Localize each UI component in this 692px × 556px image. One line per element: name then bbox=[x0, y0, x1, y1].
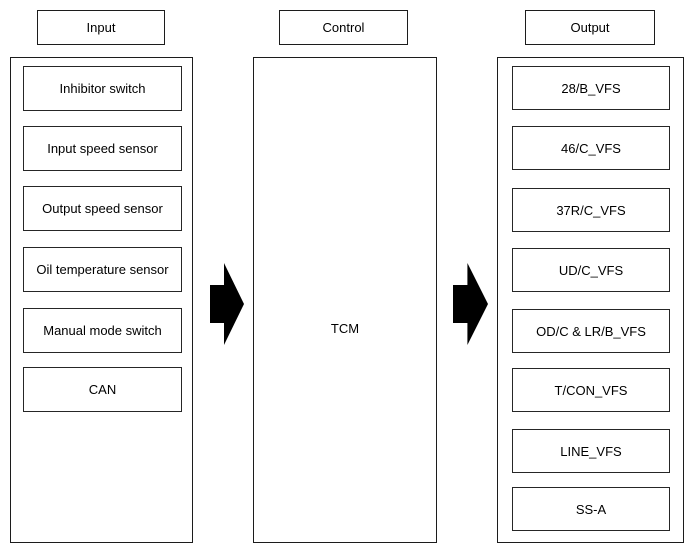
input-panel: Inhibitor switch Input speed sensor Outp… bbox=[10, 57, 193, 543]
input-item-label: Inhibitor switch bbox=[59, 81, 146, 96]
input-item-label: CAN bbox=[88, 382, 117, 397]
input-item-label: Oil temperature sensor bbox=[36, 262, 169, 277]
input-item-oil-temperature-sensor: Oil temperature sensor bbox=[23, 247, 182, 292]
output-item-label: OD/C & LR/B_VFS bbox=[536, 323, 646, 339]
control-panel-tcm: TCM bbox=[253, 57, 437, 543]
output-item-37rc-vfs: 37R/C_VFS bbox=[512, 188, 670, 232]
output-item-label: 28/B_VFS bbox=[561, 80, 621, 96]
output-panel: 28/B_VFS 46/C_VFS 37R/C_VFS UD/C_VFS OD/… bbox=[497, 57, 684, 543]
output-column-title: Output bbox=[525, 10, 655, 45]
control-column-title-label: Control bbox=[322, 20, 365, 35]
output-item-label: T/CON_VFS bbox=[554, 382, 628, 398]
output-item-tcon-vfs: T/CON_VFS bbox=[512, 368, 670, 412]
output-item-label: 46/C_VFS bbox=[561, 140, 621, 156]
input-item-label: Input speed sensor bbox=[47, 141, 158, 156]
output-item-label: 37R/C_VFS bbox=[556, 202, 626, 218]
input-column-title: Input bbox=[37, 10, 165, 45]
input-item-output-speed-sensor: Output speed sensor bbox=[23, 186, 182, 231]
block-arrow-right-icon bbox=[453, 263, 488, 345]
input-item-input-speed-sensor: Input speed sensor bbox=[23, 126, 182, 171]
block-arrow-right-icon bbox=[210, 263, 244, 345]
output-item-udc-vfs: UD/C_VFS bbox=[512, 248, 670, 292]
input-item-label: Output speed sensor bbox=[42, 201, 163, 216]
output-item-46c-vfs: 46/C_VFS bbox=[512, 126, 670, 170]
output-item-odc-lrb-vfs: OD/C & LR/B_VFS bbox=[512, 309, 670, 353]
output-item-label: SS-A bbox=[575, 501, 607, 517]
output-item-ss-a: SS-A bbox=[512, 487, 670, 531]
output-column-title-label: Output bbox=[570, 20, 610, 35]
control-to-output-arrow bbox=[453, 263, 488, 345]
control-column-title: Control bbox=[279, 10, 408, 45]
input-to-control-arrow bbox=[210, 263, 244, 345]
input-item-label: Manual mode switch bbox=[43, 323, 162, 338]
output-item-label: LINE_VFS bbox=[560, 443, 622, 459]
output-item-28b-vfs: 28/B_VFS bbox=[512, 66, 670, 110]
output-item-line-vfs: LINE_VFS bbox=[512, 429, 670, 473]
input-item-inhibitor-switch: Inhibitor switch bbox=[23, 66, 182, 111]
output-item-label: UD/C_VFS bbox=[558, 262, 624, 278]
input-item-can: CAN bbox=[23, 367, 182, 412]
input-item-manual-mode-switch: Manual mode switch bbox=[23, 308, 182, 353]
input-column-title-label: Input bbox=[86, 20, 116, 35]
tcm-label: TCM bbox=[330, 321, 360, 336]
